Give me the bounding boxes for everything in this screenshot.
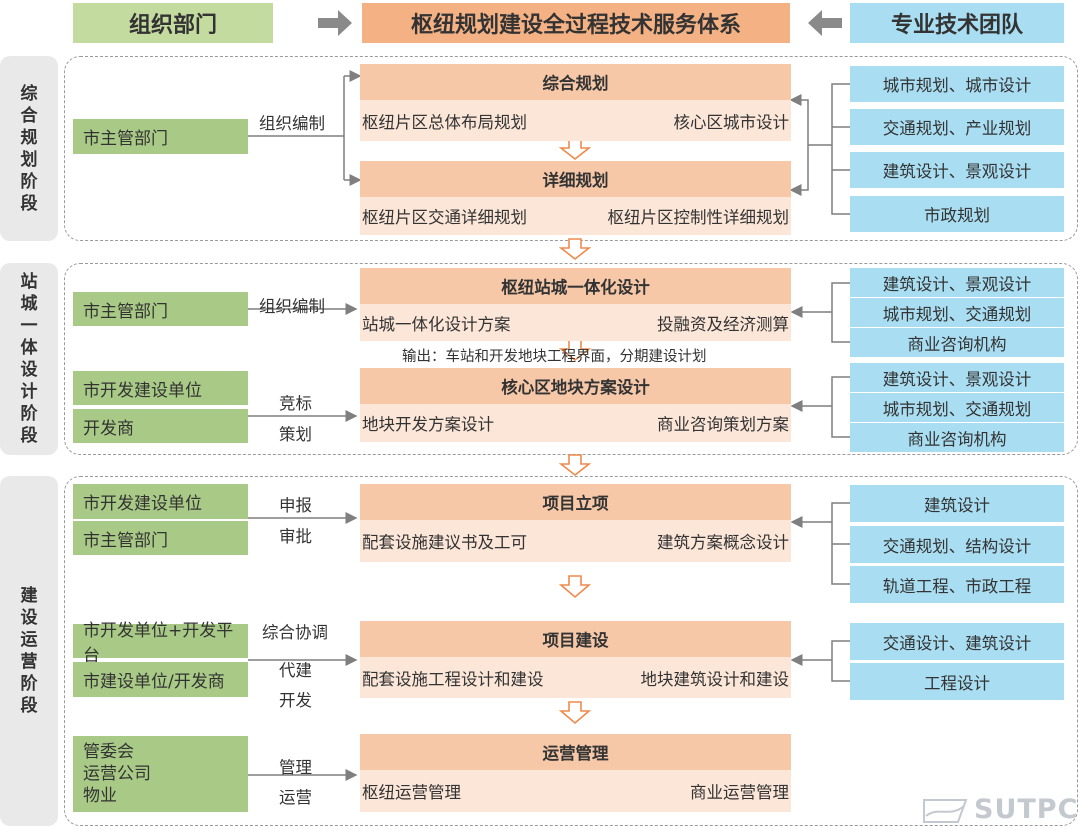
stage-item-left: 地块开发方案设计	[362, 415, 494, 434]
stage-item-left: 枢纽运营管理	[362, 783, 461, 802]
dept-line: 物业	[83, 786, 117, 806]
team-box: 城市规划、交通规划	[850, 298, 1064, 327]
team-box: 交通规划、产业规划	[850, 109, 1064, 145]
team-box: 城市规划、城市设计	[850, 66, 1064, 102]
edge-label-approve: 审批	[279, 527, 312, 546]
edge-label-manage: 管理	[279, 758, 312, 777]
team-box: 城市规划、交通规划	[850, 393, 1064, 422]
stage-body-project-approval: 配套设施建议书及工可 建筑方案概念设计	[360, 520, 791, 562]
logo-text: SUTPC	[974, 794, 1079, 825]
edge-label-bidding: 竞标	[279, 394, 312, 413]
team-box: 交通规划、结构设计	[850, 526, 1064, 563]
dept-city-authority: 市主管部门	[73, 292, 248, 326]
stage-item-right: 核心区城市设计	[673, 112, 790, 132]
stage-title-core-plot-design: 核心区地块方案设计	[360, 368, 791, 404]
arrow-right-icon	[318, 10, 354, 36]
header-tech-teams: 专业技术团队	[850, 3, 1064, 43]
dept-city-authority: 市主管部门	[73, 119, 248, 154]
output-note: 输出：车站和开发地块工程界面，分期建设计划	[402, 349, 707, 365]
team-box: 建筑设计、景观设计	[850, 268, 1064, 297]
edge-label-agent-build: 代建	[279, 661, 312, 680]
stage-title-project-approval: 项目立项	[360, 484, 791, 520]
team-box: 工程设计	[850, 663, 1064, 700]
arrow-left-icon	[806, 10, 842, 36]
team-box: 建筑设计、景观设计	[850, 152, 1064, 188]
edge-label-organize: 组织编制	[259, 297, 325, 316]
team-box: 交通设计、建筑设计	[850, 623, 1064, 660]
sutpc-logo-icon	[922, 796, 968, 826]
header-service-system: 枢纽规划建设全过程技术服务体系	[362, 3, 790, 43]
stage-title-operation-management: 运营管理	[360, 734, 791, 770]
stage-item-right: 商业咨询策划方案	[657, 415, 789, 434]
dept-city-developer-unit: 市开发建设单位	[73, 484, 248, 519]
dept-management-group: 管委会 运营公司 物业	[73, 736, 248, 812]
stage-item-left: 配套设施建议书及工可	[362, 533, 527, 552]
edge-label-develop: 开发	[279, 691, 312, 710]
dept-line: 运营公司	[83, 764, 151, 784]
edge-label-planning: 策划	[279, 425, 312, 444]
stage-item-left: 枢纽片区交通详细规划	[362, 208, 527, 227]
stage-item-right: 地块建筑设计和建设	[640, 669, 790, 689]
stage-item-right: 商业运营管理	[690, 783, 789, 802]
stage-body-core-plot-design: 地块开发方案设计 商业咨询策划方案	[360, 404, 791, 442]
phase-label-station-city-design: 站城一体设计阶段	[0, 263, 58, 455]
header-org-departments: 组织部门	[73, 3, 273, 43]
stage-item-left: 枢纽片区总体布局规划	[362, 112, 527, 132]
team-box: 商业咨询机构	[850, 423, 1064, 452]
phase-box-construction-operation	[64, 476, 1078, 826]
stage-item-right: 枢纽片区控制性详细规划	[607, 208, 790, 227]
team-box: 轨道工程、市政工程	[850, 566, 1064, 603]
edge-label-operate: 运营	[279, 788, 312, 807]
edge-label-apply: 申报	[279, 496, 312, 515]
team-box: 商业咨询机构	[850, 328, 1064, 357]
stage-title-comprehensive-planning: 综合规划	[360, 64, 791, 100]
team-box: 建筑设计	[850, 485, 1064, 522]
dept-city-developer-unit: 市开发建设单位	[73, 371, 248, 405]
stage-item-right: 投融资及经济测算	[657, 314, 789, 334]
stage-body-comprehensive-planning: 枢纽片区总体布局规划 核心区城市设计	[360, 100, 791, 141]
stage-item-left: 配套设施工程设计和建设	[362, 669, 544, 689]
edge-label-coordinate: 综合协调	[262, 623, 328, 642]
dept-line: 管委会	[83, 742, 134, 762]
stage-body-project-construction: 配套设施工程设计和建设 地块建筑设计和建设	[360, 657, 791, 698]
stage-body-station-city-design: 站城一体化设计方案 投融资及经济测算	[360, 304, 791, 341]
stage-title-project-construction: 项目建设	[360, 621, 791, 657]
phase-label-planning: 综合规划阶段	[0, 56, 58, 241]
phase-label-construction-operation: 建设运营阶段	[0, 476, 58, 826]
team-box: 市政规划	[850, 196, 1064, 232]
stage-item-right: 建筑方案概念设计	[657, 533, 789, 552]
stage-body-operation-management: 枢纽运营管理 商业运营管理	[360, 770, 791, 812]
stage-item-left: 站城一体化设计方案	[362, 314, 511, 334]
dept-city-authority: 市主管部门	[73, 521, 248, 555]
dept-developer: 开发商	[73, 409, 248, 443]
stage-body-detailed-planning: 枢纽片区交通详细规划 枢纽片区控制性详细规划	[360, 197, 791, 235]
team-box: 建筑设计、景观设计	[850, 363, 1064, 392]
stage-title-detailed-planning: 详细规划	[360, 161, 791, 197]
dept-developer-platform: 市开发单位+开发平台	[73, 621, 248, 666]
stage-title-station-city-design: 枢纽站城一体化设计	[360, 268, 791, 304]
edge-label-organize: 组织编制	[259, 114, 325, 133]
dept-construction-unit-developer: 市建设单位/开发商	[73, 662, 248, 697]
